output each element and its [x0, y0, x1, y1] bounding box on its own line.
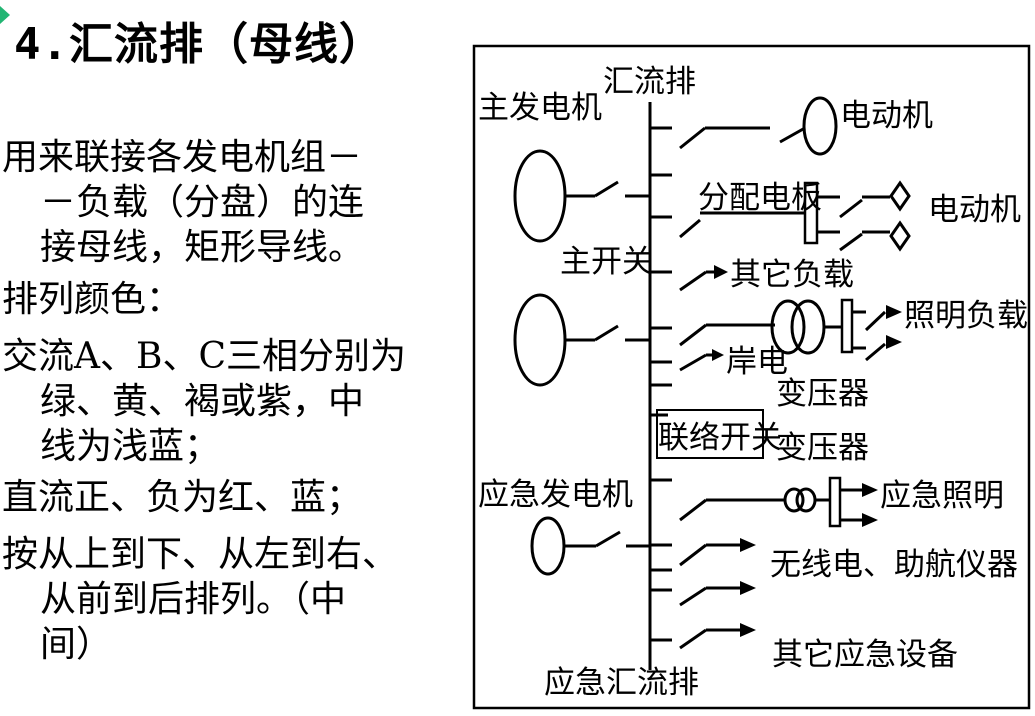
other-loads-switch-blade — [679, 270, 707, 292]
label-other-emergency: 其它应急设备 — [772, 637, 958, 673]
label-emergency-lighting: 应急照明 — [880, 478, 1004, 514]
arrowhead — [740, 581, 756, 595]
lighting-switch-blade — [679, 323, 707, 347]
label-other-loads: 其它负载 — [730, 257, 854, 293]
motor-top-switch-blade — [779, 126, 806, 144]
label-busbar: 汇流排 — [603, 64, 696, 100]
label-main-switch: 主开关 — [560, 244, 653, 280]
accent-corner-mark — [0, 6, 10, 24]
dist-board-blade-lower — [839, 232, 863, 252]
label-motor-top: 电动机 — [840, 98, 933, 134]
text-line: 间） — [40, 624, 113, 665]
arrowhead — [886, 335, 902, 349]
egen-switch-blade — [595, 530, 621, 548]
dist-board-switch-blade — [679, 218, 701, 239]
arrowhead — [862, 513, 878, 527]
text-line: 按从上到下、从左到右、 — [2, 534, 399, 575]
text-line: 绿、黄、褐或紫，中 — [40, 381, 365, 422]
label-motor-right: 电动机 — [928, 192, 1021, 228]
title-text: 汇流排（母线） — [68, 19, 384, 70]
label-transformer-2: 变压器 — [776, 430, 869, 466]
diagram-frame — [472, 44, 1031, 710]
motor-right-lower-symbol — [889, 220, 911, 252]
transformer-2-coil-right — [795, 487, 817, 513]
arrowhead — [740, 538, 756, 552]
text-line: 交流A、B、C三相分别为 — [2, 336, 406, 377]
text-line: 线为浅蓝； — [40, 426, 221, 467]
main-generator-1-symbol — [513, 149, 567, 243]
label-main-generator: 主发电机 — [478, 90, 602, 126]
other-emergency-switch-blade — [679, 628, 707, 650]
dist-board-bar — [803, 181, 819, 245]
gen1-switch-blade — [594, 180, 619, 198]
transformer-1-coil-left — [770, 299, 806, 355]
arrowhead — [714, 265, 728, 279]
label-emergency-busbar: 应急汇流排 — [544, 665, 699, 701]
arrowhead — [862, 483, 878, 497]
label-shore-power: 岸电 — [726, 344, 788, 380]
motor-right-upper-symbol — [889, 180, 911, 212]
label-emergency-generator: 应急发电机 — [478, 477, 633, 513]
label-radio-nav: 无线电、助航仪器 — [770, 547, 1018, 583]
dist-board-blade-upper — [839, 198, 863, 219]
main-generator-2-symbol — [513, 293, 567, 387]
gen2-switch-blade — [594, 324, 619, 342]
text-line: 排列颜色： — [2, 279, 183, 320]
text-line: －负载（分盘）的连 — [40, 182, 365, 223]
title-number: 4. — [14, 19, 69, 70]
motor-top-switch-blade — [679, 126, 706, 150]
paragraph-order: 按从上到下、从左到右、 从前到后排列。（中 间） — [2, 532, 398, 667]
text-line: 用来联接各发电机组－ — [2, 137, 363, 178]
em-lighting-board-bar — [828, 476, 842, 528]
busbar-diagram: 主发电机 汇流排 电动机 分配电板 电动机 主开关 其它负载 照明负载 岸电 变… — [472, 44, 1031, 710]
paragraph-usage: 用来联接各发电机组－ －负载（分盘）的连 接母线，矩形导线。 — [2, 135, 364, 270]
label-tie-switch: 联络开关 — [658, 420, 782, 456]
tie-switch-frame — [656, 409, 764, 459]
radio-switch-blade — [679, 586, 707, 607]
transformer-1-coil-right — [790, 299, 826, 355]
em-lighting-switch-blade — [679, 498, 707, 522]
text-line: 直流正、负为红、蓝； — [2, 477, 363, 518]
paragraph-ac-colors: 交流A、B、C三相分别为 绿、黄、褐或紫，中 线为浅蓝； — [2, 334, 406, 469]
arrowhead — [886, 305, 902, 319]
paragraph-color-heading: 排列颜色： — [2, 277, 182, 322]
slide-title: 4.汇流排（母线） — [14, 8, 384, 72]
shore-power-switch-blade — [679, 353, 707, 372]
transformer-2-coil-left — [783, 487, 805, 513]
lighting-blade-upper — [864, 310, 887, 332]
radio-switch-blade — [679, 543, 707, 567]
label-transformer-1: 变压器 — [776, 376, 869, 412]
motor-top-symbol — [802, 96, 838, 156]
lighting-board-bar — [840, 298, 854, 354]
lighting-blade-lower — [865, 342, 886, 362]
text-line: 接母线，矩形导线。 — [40, 227, 365, 268]
label-lighting-loads: 照明负载 — [904, 298, 1028, 334]
paragraph-dc-colors: 直流正、负为红、蓝； — [2, 475, 362, 520]
text-line: 从前到后排列。（中 — [40, 579, 347, 620]
label-distribution-board: 分配电板 — [698, 180, 822, 216]
arrowhead — [740, 623, 756, 637]
arrowhead — [712, 349, 724, 361]
emergency-generator-symbol — [530, 516, 566, 576]
